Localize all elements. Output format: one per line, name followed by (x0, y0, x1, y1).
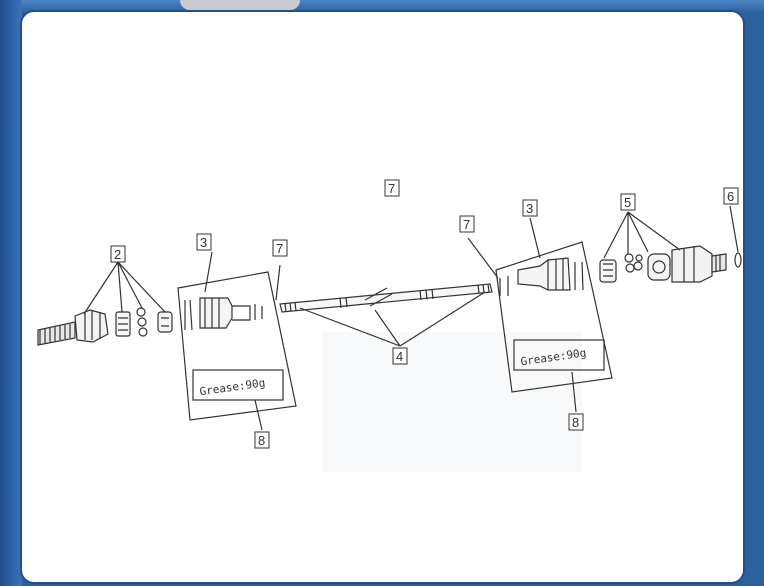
circlip (734, 252, 742, 268)
left-boot (184, 297, 263, 331)
grease-note-right: Grease:90g (520, 346, 587, 368)
watermark (322, 332, 582, 472)
right-boot-frame (495, 241, 613, 393)
callout-8-left: 8 (258, 433, 265, 448)
callout-8-right: 8 (572, 415, 579, 430)
right-outer-joint (671, 245, 727, 283)
frame-left-bar (0, 0, 22, 586)
leader-lines (83, 205, 739, 431)
callout-7-right: 7 (463, 217, 470, 232)
callout-3-left: 3 (200, 235, 207, 250)
right-boot (499, 257, 584, 296)
left-boot-frame (177, 271, 297, 421)
frame-tab (180, 0, 300, 10)
callout-7-top: 7 (388, 181, 395, 196)
right-joint-parts (599, 253, 671, 283)
axle-shaft (279, 283, 493, 313)
callout-2: 2 (114, 247, 121, 262)
right-grease-box (513, 339, 605, 371)
callout-7-left: 7 (276, 241, 283, 256)
grease-note-left: Grease:90g (199, 376, 266, 398)
left-grease-box (192, 369, 284, 401)
left-joint-parts (115, 307, 173, 337)
diagram-panel (20, 10, 745, 584)
callout-3-right: 3 (526, 201, 533, 216)
callout-4: 4 (396, 349, 403, 364)
callout-6: 6 (727, 189, 734, 204)
left-outer-joint (37, 309, 109, 346)
callout-5: 5 (624, 195, 631, 210)
